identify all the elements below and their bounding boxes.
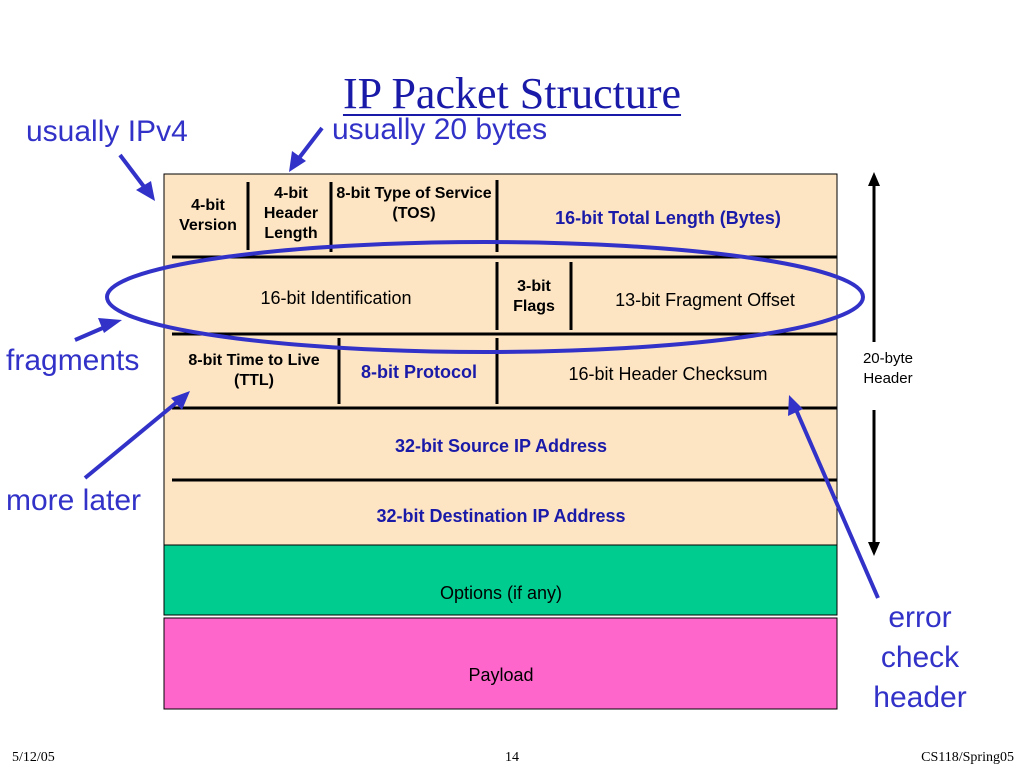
fragment-offset-field: 13-bit Fragment Offset [615, 289, 795, 310]
total-length-field: 16-bit Total Length (Bytes) [555, 207, 781, 228]
fragments-ellipse [105, 240, 865, 354]
header-block [163, 173, 838, 546]
fragments-annotation: fragments [6, 344, 140, 377]
header-size-arrow [868, 172, 880, 556]
payload-field: Payload [468, 664, 534, 685]
payload-block [163, 617, 838, 710]
options-block [163, 544, 838, 616]
error-check-annotation: error check header [873, 601, 967, 714]
protocol-field: 8-bit Protocol [361, 361, 477, 382]
source-ip-field: 32-bit Source IP Address [394, 435, 608, 456]
checksum-field: 16-bit Header Checksum [568, 363, 768, 384]
identification-field: 16-bit Identification [260, 287, 412, 308]
footer-date: 5/12/05 [12, 750, 55, 765]
footer-course: CS118/Spring05 [921, 750, 1014, 765]
header-size-label: 20-byte Header [848, 349, 928, 389]
footer-page-number: 14 [505, 750, 519, 765]
ttl-field: 8-bit Time to Live (TTL) [188, 352, 320, 389]
flags-field: 3-bit Flags [513, 278, 555, 315]
tos-field: 8-bit Type of Service (TOS) [336, 185, 492, 222]
header-length-field: 4-bit Header Length [263, 185, 319, 242]
destination-ip-field: 32-bit Destination IP Address [376, 505, 626, 526]
bytes-annotation: usually 20 bytes [332, 113, 548, 146]
more-later-annotation: more later [6, 484, 142, 517]
options-field: Options (if any) [439, 582, 563, 603]
ipv4-annotation: usually IPv4 [26, 115, 188, 148]
page-title: IP Packet Structure [342, 69, 682, 118]
version-field: 4-bit Version [179, 197, 237, 234]
